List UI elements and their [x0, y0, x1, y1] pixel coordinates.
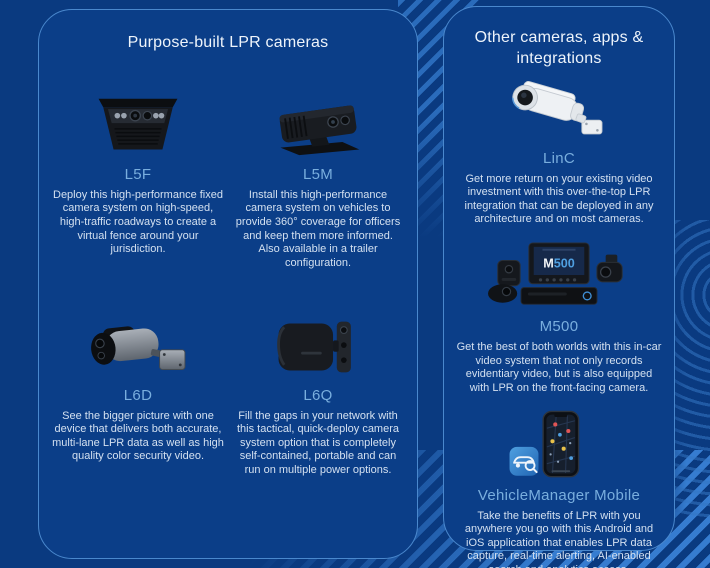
m500-system-image: M500: [486, 240, 632, 312]
other-cameras-panel: Other cameras, apps & integrations: [443, 6, 675, 568]
product-description-l6d: See the bigger picture with one device t…: [52, 409, 224, 463]
product-name-m500: M500: [539, 318, 579, 336]
vehiclemanager-app-illustration: [509, 410, 580, 478]
product-card-linc: LinC Get more return on your existing vi…: [455, 80, 663, 228]
l5m-camera-illustration: [279, 105, 360, 155]
l6q-camera-illustration: [277, 321, 351, 372]
l5f-camera-image: [72, 94, 204, 158]
product-card-l6d: L6D See the bigger picture with one devi…: [51, 315, 225, 478]
product-name-linc: LinC: [542, 149, 576, 167]
linc-camera-illustration: [511, 80, 603, 134]
product-description-linc: Get more return on your existing video i…: [464, 172, 654, 226]
product-description-l5f: Deploy this high-performance fixed camer…: [53, 188, 223, 256]
product-card-m500: M500: [455, 240, 663, 396]
product-card-l5m: L5M Install this high-performance camera…: [231, 94, 405, 271]
linc-camera-image: [489, 80, 629, 144]
l6d-camera-illustration: [91, 325, 186, 370]
right-panel-title: Other cameras, apps & integrations: [474, 29, 644, 67]
product-card-vehiclemanager: VehicleManager Mobile Take the benefits …: [455, 409, 663, 568]
product-description-m500: Get the best of both worlds with this in…: [456, 341, 662, 394]
product-card-l6q: L6Q Fill the gaps in your network with t…: [231, 315, 405, 478]
l6q-camera-image: [252, 315, 384, 379]
left-panel-title: Purpose-built LPR cameras: [127, 34, 329, 51]
vehiclemanager-app-image: [489, 409, 629, 481]
product-name-l5m: L5M: [302, 165, 334, 183]
l5m-camera-image: [252, 94, 384, 158]
m500-system-illustration: M500: [488, 242, 623, 305]
m500-screen-label-num: 500: [554, 256, 575, 270]
l6d-camera-image: [72, 315, 204, 379]
product-description-vehiclemanager: Take the benefits of LPR with you anywhe…: [464, 509, 654, 568]
lpr-camera-grid: L5F Deploy this high-performance fixed c…: [39, 94, 417, 478]
m500-screen-label-m: M: [543, 256, 554, 270]
product-card-l5f: L5F Deploy this high-performance fixed c…: [51, 94, 225, 271]
other-products-stack: LinC Get more return on your existing vi…: [444, 80, 674, 568]
product-description-l5m: Install this high-performance camera sys…: [235, 188, 401, 269]
product-name-vehiclemanager: VehicleManager Mobile: [477, 486, 641, 504]
product-name-l5f: L5F: [124, 165, 152, 183]
svg-text:M500: M500: [543, 256, 575, 270]
product-name-l6d: L6D: [123, 386, 153, 404]
product-description-l6q: Fill the gaps in your network with this …: [236, 409, 399, 477]
product-name-l6q: L6Q: [303, 386, 333, 404]
l5f-camera-illustration: [98, 98, 178, 150]
purpose-built-lpr-panel: Purpose-built LPR cameras: [38, 9, 418, 559]
